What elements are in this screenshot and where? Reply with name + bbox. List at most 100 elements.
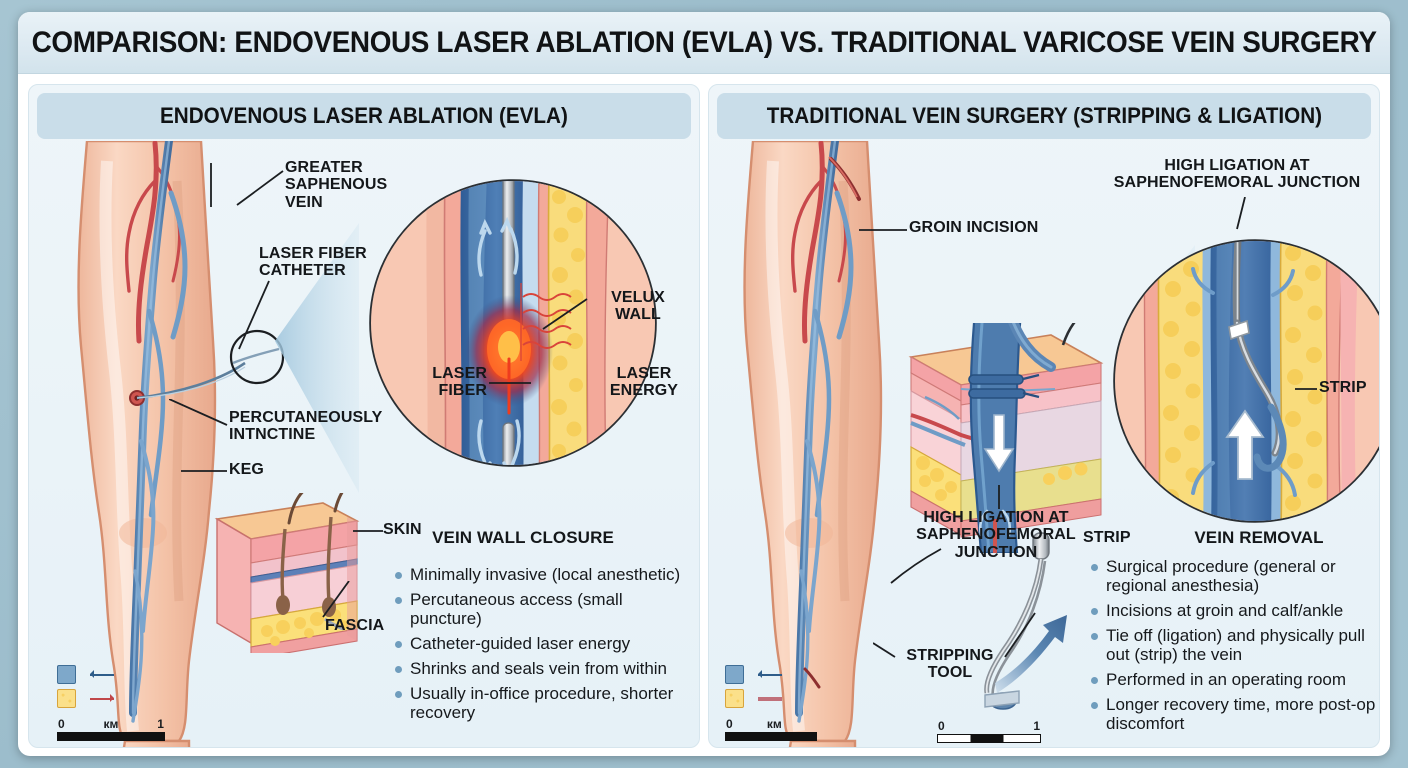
label-vein-removal: VEIN REMOVAL [1194,528,1324,547]
flow-arrow-right-icon [86,693,116,704]
panel-traditional-surgery: TRADITIONAL VEIN SURGERY (STRIPPING & LI… [708,84,1380,748]
label-vein-wall-closure: VEIN WALL CLOSURE [432,528,614,547]
scale-min: 0 [726,717,733,731]
leader-laser-fiber [489,382,531,384]
vein-swatch-icon [725,665,744,684]
legend-row-fat [57,689,116,708]
calf-incision [803,667,821,689]
evla-scale-bar: 0 км 1 [57,717,165,741]
list-item: Performed in an operating room [1089,670,1379,689]
scale-bar-graphic [725,732,817,741]
leader-skin [353,530,383,532]
list-item: Incisions at groin and calf/ankle [1089,601,1379,620]
evla-illustration [77,141,359,747]
label-stripping-tool: STRIPPING TOOL [906,647,994,682]
hair [287,493,304,525]
surgery-legend [725,665,784,713]
flow-arrow-up-icon [1225,409,1265,480]
label-strip-mid: STRIP [1083,529,1131,546]
label-groin-incision: GROIN INCISION [909,219,1039,236]
list-item: Usually in-office procedure, shorter rec… [393,684,693,722]
panel-surgery-header: TRADITIONAL VEIN SURGERY (STRIPPING & LI… [717,93,1371,139]
leader-strip-circle [1295,388,1317,390]
leader-fascia [322,581,350,618]
panel-evla-header: ENDOVENOUS LASER ABLATION (EVLA) [37,93,691,139]
list-item: Tie off (ligation) and physically pull o… [1089,626,1379,664]
leader-stripping-tool-2 [1004,612,1036,658]
surgery-bullet-list: Surgical procedure (general or regional … [1089,557,1379,739]
motion-arrow-icon [995,615,1067,693]
artery [801,141,825,344]
scale2-bar-graphic [937,734,1041,743]
legend-row-fat [725,689,784,708]
magnified-contents [371,181,655,465]
flow-arrows [477,216,521,465]
panel-evla: ENDOVENOUS LASER ABLATION (EVLA) [28,84,700,748]
label-keg: KEG [229,461,264,478]
stripping-tool-shaft [1232,241,1243,324]
list-item: Surgical procedure (general or regional … [1089,557,1379,595]
evla-bullet-list: Minimally invasive (local anesthetic) Pe… [393,565,693,728]
laser-fiber-catheter [136,361,246,400]
list-item: Catheter-guided laser energy [393,634,693,653]
magnified-vein-closure [369,179,657,467]
page-title: COMPARISON: ENDOVENOUS LASER ABLATION (E… [31,25,1377,59]
label-greater-saphenous-vein: GREATER SAPHENOUS VEIN [285,159,388,211]
list-item: Minimally invasive (local anesthetic) [393,565,693,584]
stripping-tool-illustration [984,532,1067,710]
foot [788,739,857,747]
laser-energy-waves [520,283,572,361]
evla-legend [57,665,116,713]
tissue-block-ligation [908,323,1104,553]
label-laser-fiber: LASER FIBER [432,365,487,400]
zoom-cone [275,223,359,493]
panel-surgery-title: TRADITIONAL VEIN SURGERY (STRIPPING & LI… [766,103,1322,128]
legend-row-vein [725,665,784,684]
flow-arrow-down-icon [983,414,1015,473]
fat-swatch-icon [57,689,76,708]
leader-high-ligation-mid [998,485,1000,509]
skin-cross-section [214,493,360,653]
label-high-ligation-top: HIGH LIGATION AT SAPHENOFEMORAL JUNCTION [1113,157,1361,192]
leg-silhouette [77,141,217,743]
label-fascia: FASCIA [325,617,385,634]
scale-bar-graphic [57,732,165,741]
vein-lumen [1210,241,1279,521]
label-velux-wall: VELUX WALL [611,289,665,324]
leader-laser-fiber-catheter [238,280,270,350]
stripped-vein-tail [1253,403,1287,472]
foot [122,739,191,747]
leader-groin-incision [859,229,907,231]
catheter-tip-marker [229,329,285,385]
fat-swatch-icon [725,689,744,708]
scale-max: 1 [157,717,164,731]
scale2-min: 0 [938,719,945,733]
magnified-contents [1115,241,1379,521]
scale-unit: км [103,717,119,731]
label-laser-fiber-catheter: LASER FIBER CATHETER [259,245,367,280]
panel-evla-stage: GREATER SAPHENOUS VEIN LASER FIBER CATHE… [29,141,699,747]
scale2-max: 1 [1033,719,1040,733]
flow-bar-icon [754,694,784,704]
label-percutaneously: PERCUTANEOUSLY INTNCTINE [229,409,383,444]
panel-surgery-stage: GROIN INCISION HIGH LIGATION AT SAPHENOF… [709,141,1379,747]
label-strip-circle: STRIP [1319,379,1367,396]
surgery-scale-bar: 0 км [725,717,817,741]
artery [135,141,159,344]
vein-swatch-icon [57,665,76,684]
ligature-ties [968,373,1040,399]
poster-title-bar: COMPARISON: ENDOVENOUS LASER ABLATION (E… [18,12,1390,74]
label-laser-energy: LASER ENERGY [609,365,679,400]
list-item: Shrinks and seals vein from within [393,659,693,678]
scale-unit: км [766,717,782,731]
magnified-vein-removal [1113,239,1379,523]
leader-high-ligation-top [1236,197,1246,230]
leader-percutaneously [169,399,228,426]
leader-greater-saphenous-vein [210,163,284,207]
infographic-poster: COMPARISON: ENDOVENOUS LASER ABLATION (E… [18,12,1390,756]
label-skin: SKIN [383,521,422,538]
flow-arrow-left-icon [754,669,784,680]
flow-arrow-left-icon [86,669,116,680]
leader-stripping-tool [873,642,896,658]
stripper-head [1228,319,1250,341]
